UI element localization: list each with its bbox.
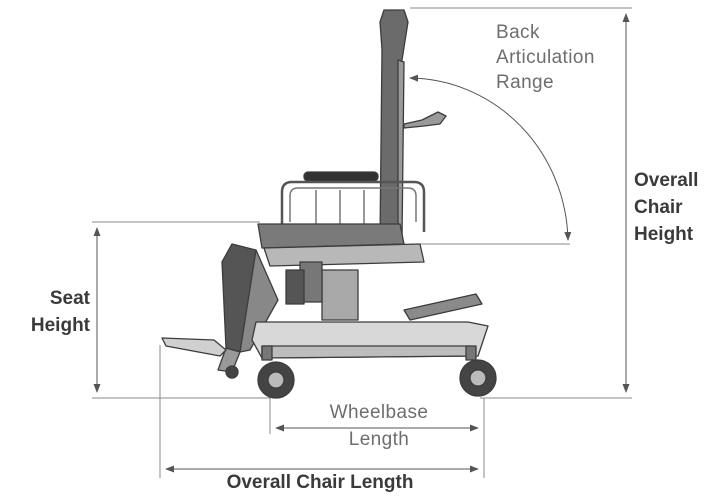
- caster-front: [257, 345, 295, 399]
- back-handle: [403, 111, 447, 129]
- caster-leg: [225, 365, 239, 379]
- seat-height-line-2: Height: [30, 314, 90, 336]
- chair-figure: [161, 9, 497, 399]
- back-articulation-arc: [409, 74, 572, 241]
- overall-chair-height-label: Overall Chair Height: [634, 168, 698, 249]
- back-articulation-line-3: Range: [496, 71, 554, 93]
- back-articulation-label: Back Articulation Range: [496, 22, 595, 94]
- overall-chair-height-line-2: Chair: [634, 196, 683, 218]
- overall-chair-length-label: Overall Chair Length: [226, 472, 414, 493]
- wheelbase-length-label: Wheelbase Length: [300, 402, 458, 452]
- armrest-frame: [280, 180, 426, 232]
- control-box: [403, 293, 483, 321]
- lift-column: [321, 269, 359, 321]
- caster-rear: [459, 345, 497, 397]
- wheelbase-length-line-2: Length: [344, 428, 414, 452]
- armrest-pad: [303, 171, 379, 182]
- dimension-lines: [92, 7, 632, 478]
- seat-height-label: Seat Height: [10, 286, 90, 340]
- back-articulation-line-2: Articulation: [496, 46, 595, 68]
- seat-height-line-1: Seat: [49, 288, 90, 309]
- overall-chair-height-line-1: Overall: [634, 170, 699, 191]
- footrest: [161, 337, 227, 357]
- back-articulation-line-1: Back: [496, 22, 540, 43]
- overall-chair-height-line-3: Height: [634, 223, 694, 245]
- wheelbase-length-line-1: Wheelbase: [325, 402, 433, 425]
